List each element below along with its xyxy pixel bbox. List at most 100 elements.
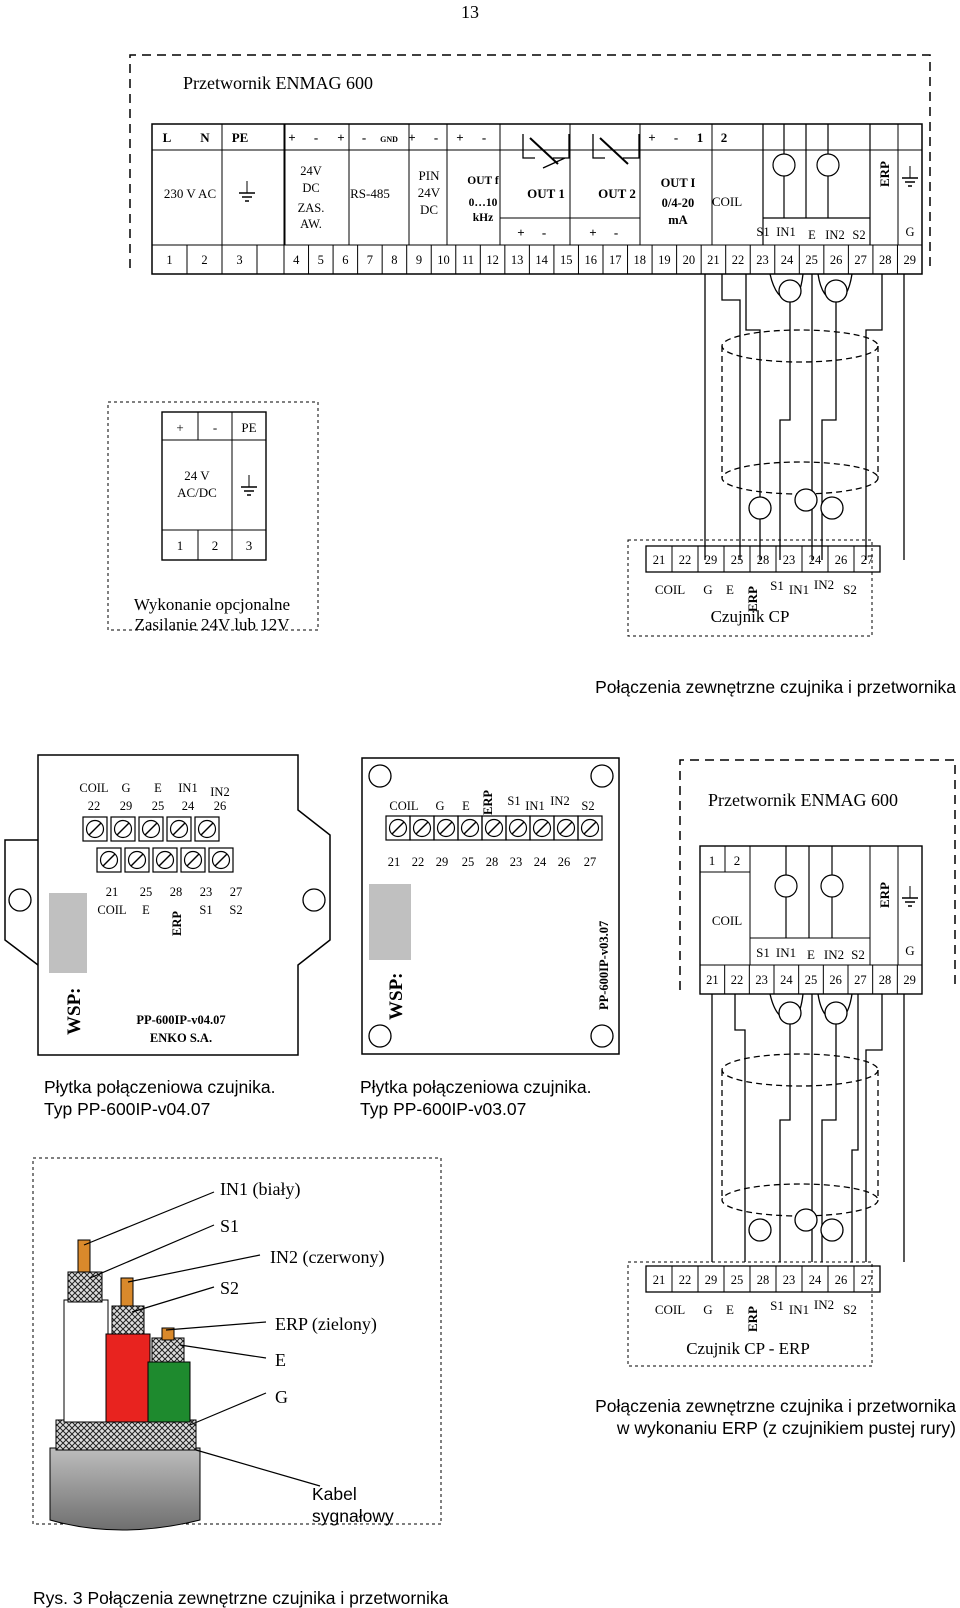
header-11: - <box>482 130 486 145</box>
terminal-14: 14 <box>535 253 548 267</box>
v04-bot-label-s1: S1 <box>199 903 212 917</box>
cp1-table-terminal-21: 21 <box>653 553 666 567</box>
v03-number-23: 23 <box>510 855 523 869</box>
opt-caption-1: Wykonanie opcjonalne <box>134 595 290 614</box>
opt-plus: + <box>176 420 183 435</box>
terminal-25: 25 <box>805 253 818 267</box>
outi-label: OUT I 0/4-20 mA <box>661 176 696 227</box>
v03-model: PP-600IP-v03.07 <box>597 921 611 1010</box>
v04-model: PP-600IP-v04.07 <box>136 1013 225 1027</box>
v03-label-erp: ERP <box>481 790 495 815</box>
v04-caption-2: Typ PP-600IP-v04.07 <box>44 1099 210 1119</box>
v04-bot-screw-0 <box>99 850 119 870</box>
lower-cable-wiring <box>711 993 905 1262</box>
header-8: + <box>408 130 415 145</box>
terminal-20: 20 <box>683 253 696 267</box>
cp2-table-label-g: G <box>703 1302 712 1317</box>
v03-label-s2: S2 <box>581 799 594 813</box>
cp1-table-terminal-22: 22 <box>679 553 692 567</box>
enmag-small-terminal-26: 26 <box>829 973 842 987</box>
v03-label-coil: COIL <box>389 799 418 813</box>
cp2-table-terminal-22: 22 <box>679 1273 692 1287</box>
v04-bot-label-e: E <box>142 903 150 917</box>
v04-bot-label-s2: S2 <box>229 903 242 917</box>
pin-line-2: 24V <box>418 185 441 200</box>
cp2-table-terminal-26: 26 <box>835 1273 848 1287</box>
terminal-23: 23 <box>756 253 769 267</box>
out2-label: OUT 2 <box>598 186 636 201</box>
enmag-small-terminal-21: 21 <box>706 973 719 987</box>
v03-screw-1 <box>412 818 432 838</box>
v03-number-28: 28 <box>486 855 499 869</box>
rs485-label: RS-485 <box>350 186 390 201</box>
opt-minus: - <box>213 420 217 435</box>
v04-top-number-29: 29 <box>120 799 133 813</box>
erp-label: ERP <box>877 161 892 187</box>
pe-ground-icon <box>239 181 255 202</box>
header-6: - <box>362 130 366 145</box>
v04-bot-label-coil: COIL <box>97 903 126 917</box>
page-number: 13 <box>461 2 479 22</box>
coil-label: COIL <box>712 194 742 209</box>
v04-top-number-26: 26 <box>214 799 227 813</box>
header-9: - <box>434 130 438 145</box>
transmitter-title: Przetwornik ENMAG 600 <box>183 73 373 93</box>
caption-2-line-1: Połączenia zewnętrzne czujnika i przetwo… <box>595 1396 956 1416</box>
terminal-9: 9 <box>416 253 422 267</box>
electrode-s1: S1 <box>756 225 769 239</box>
enmag-small-top-1: 1 <box>709 853 716 868</box>
v04-top-screw-1 <box>113 819 133 839</box>
v04-top-label-4: IN2 <box>210 785 229 799</box>
out1-label: OUT 1 <box>527 186 565 201</box>
out2-minus: - <box>614 225 618 240</box>
electrode-symbols <box>762 124 871 245</box>
enmag-small-coil: COIL <box>712 913 742 928</box>
v03-number-22: 22 <box>412 855 425 869</box>
electrode-in1: IN1 <box>776 225 795 239</box>
cp2-table-label-in2: IN2 <box>814 1297 834 1312</box>
cable-label-in2: IN2 (czerwony) <box>270 1247 384 1268</box>
header-12: + <box>648 130 655 145</box>
opt-voltage: 24 V <box>184 468 210 483</box>
enmag-small-top-2: 2 <box>734 853 741 868</box>
cable-label-in1: IN1 (biały) <box>220 1179 300 1200</box>
v04-top-number-25: 25 <box>152 799 165 813</box>
v03-screw-7 <box>556 818 576 838</box>
cp2-table-label-in1: IN1 <box>789 1302 809 1317</box>
terminal-2: 2 <box>201 253 207 267</box>
electrode-e: E <box>808 228 816 242</box>
terminal-22: 22 <box>732 253 745 267</box>
terminal-16: 16 <box>584 253 597 267</box>
terminal-11: 11 <box>462 253 474 267</box>
cp1-table-terminal-26: 26 <box>835 553 848 567</box>
header-0: L <box>163 130 172 145</box>
v04-top-screw-3 <box>169 819 189 839</box>
optional-supply-panel: + - PE 24 V AC/DC 1 2 3 Wykonanie opcjon… <box>107 401 319 634</box>
pin-line-3: DC <box>420 202 438 217</box>
cp1-table-terminal-23: 23 <box>783 553 796 567</box>
v04-bot-screw-1 <box>127 850 147 870</box>
terminal-4: 4 <box>293 253 300 267</box>
enmag-small-terminal-27: 27 <box>854 973 867 987</box>
pin-line-1: PIN <box>419 168 441 183</box>
terminal-5: 5 <box>318 253 324 267</box>
enmag-small-s2: S2 <box>851 947 865 962</box>
terminal-8: 8 <box>391 253 397 267</box>
electrode-s2: S2 <box>852 228 865 242</box>
v03-wsp: WSP: <box>386 973 407 1021</box>
cp1-table-label-s1: S1 <box>770 578 784 593</box>
v03-number-29: 29 <box>436 855 449 869</box>
v03-number-25: 25 <box>462 855 475 869</box>
terminal-26: 26 <box>830 253 843 267</box>
header-3: + <box>288 130 295 145</box>
cable-label-g: G <box>275 1387 288 1407</box>
outf-line-3: kHz <box>473 212 493 224</box>
sensor-cp-name: Czujnik CP <box>711 607 790 626</box>
v04-wsp: WSP: <box>64 988 85 1036</box>
v03-caption-1: Płytka połączeniowa czujnika. <box>360 1077 592 1097</box>
